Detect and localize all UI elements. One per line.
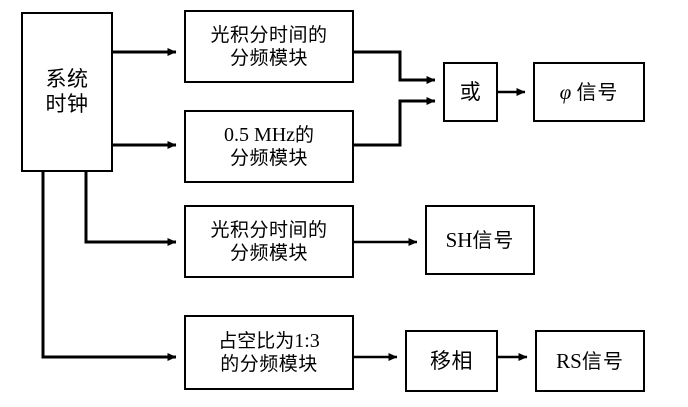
edge-integration-top-to-or (354, 50, 436, 84)
duty-divider-prefix: 占空比为 (218, 329, 295, 352)
mhz-divider-value: 0.5 MHz (223, 123, 296, 146)
phi-signal-label: φ 信号 (560, 80, 619, 105)
node-mhz-divider[interactable]: 0.5 MHz的 分频模块 (184, 110, 354, 183)
duty-divider-line1: 占空比为1:3 (218, 330, 320, 354)
edge-clock-to-integration-mid (84, 172, 177, 246)
mhz-divider-suffix: 的 (295, 123, 315, 146)
mhz-divider-line1: 0.5 MHz的 (224, 124, 314, 148)
rs-signal-text: 信号 (581, 348, 624, 373)
node-system-clock[interactable]: 系统 时钟 (21, 12, 113, 172)
phi-signal-text: 信号 (576, 79, 619, 104)
integration-divider-mid-line1: 光积分时间的 (210, 219, 328, 242)
sh-signal-label: SH信号 (446, 228, 515, 253)
duty-divider-ratio: 1:3 (294, 329, 320, 352)
or-gate-label: 或 (459, 79, 482, 104)
node-integration-divider-mid[interactable]: 光积分时间的 分频模块 (184, 205, 354, 278)
rs-signal-label: RS信号 (556, 349, 624, 374)
phi-symbol: φ (559, 79, 572, 104)
mhz-divider-line2: 分频模块 (229, 147, 308, 170)
rs-signal-prefix: RS (556, 348, 582, 373)
integration-divider-top-line2: 分频模块 (229, 46, 308, 69)
sh-signal-prefix: SH (445, 227, 473, 252)
node-sh-signal[interactable]: SH信号 (425, 205, 535, 275)
node-or-gate[interactable]: 或 (443, 62, 498, 122)
system-clock-line2: 时钟 (45, 92, 89, 116)
system-clock-line1: 系统 (45, 67, 89, 92)
node-duty-divider[interactable]: 占空比为1:3 的分频模块 (184, 315, 354, 390)
node-rs-signal[interactable]: RS信号 (535, 330, 645, 392)
integration-divider-mid-line2: 分频模块 (229, 241, 308, 264)
duty-divider-line2: 的分频模块 (220, 353, 318, 376)
sh-signal-text: 信号 (472, 227, 515, 252)
integration-divider-top-line1: 光积分时间的 (210, 24, 328, 47)
node-integration-divider-top[interactable]: 光积分时间的 分频模块 (184, 10, 354, 83)
phase-shift-label: 移相 (430, 348, 473, 373)
edge-clock-to-duty (41, 172, 177, 361)
node-phase-shift[interactable]: 移相 (405, 330, 498, 392)
edge-mhz-to-or (354, 97, 436, 147)
node-phi-signal[interactable]: φ 信号 (533, 62, 645, 122)
